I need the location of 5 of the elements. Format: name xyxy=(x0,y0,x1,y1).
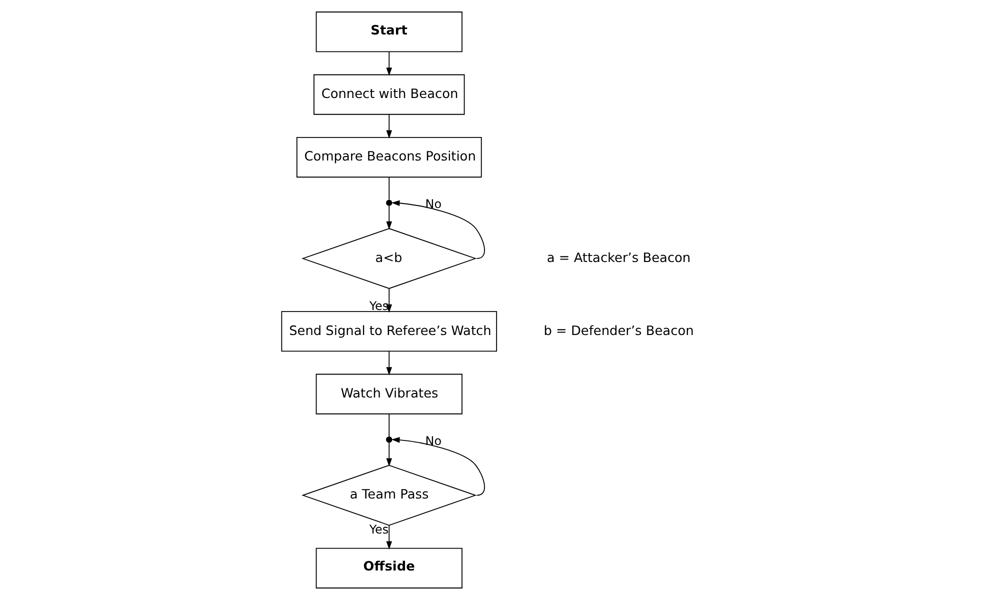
label: b = Defender’s Beacon xyxy=(543,324,694,339)
label: a = Attacker’s Beacon xyxy=(546,250,690,266)
edge-label: No xyxy=(424,434,442,448)
edge-label: Yes xyxy=(368,298,388,313)
edge-label: No xyxy=(424,196,442,211)
